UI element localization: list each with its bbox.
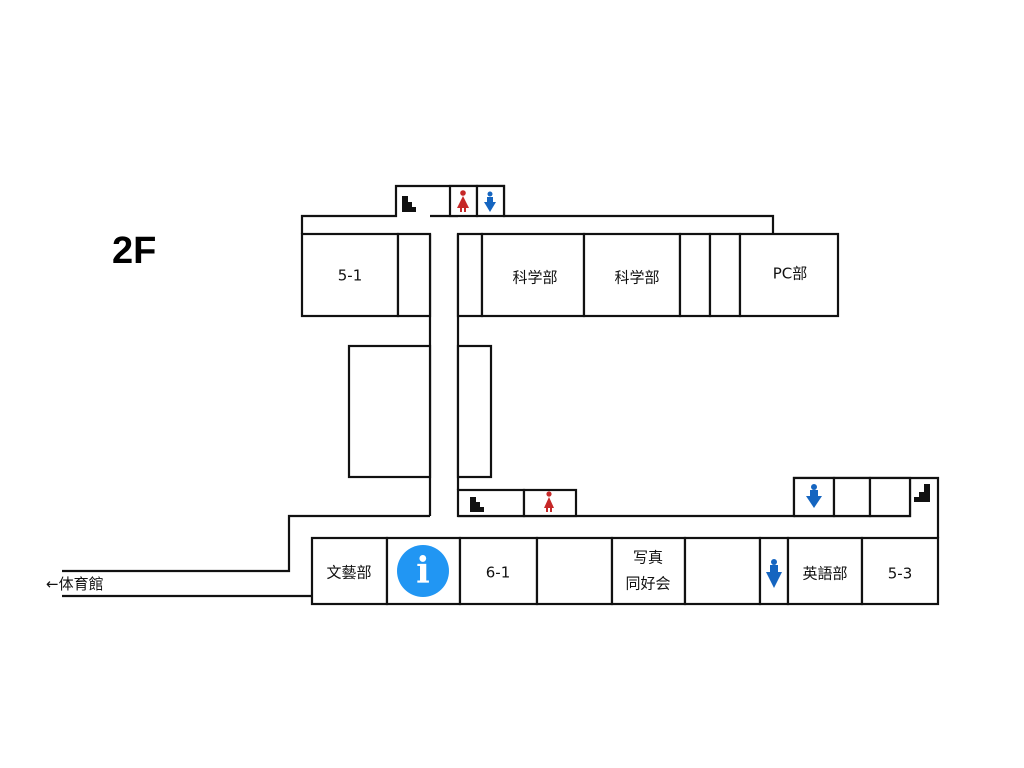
room-eigo-label: 英語部: [802, 565, 847, 583]
room-5-1[interactable]: [300, 232, 400, 318]
room-kagaku-1-label: 科学部: [512, 269, 557, 287]
room-middle-left: [347, 344, 432, 479]
room-kagaku-1[interactable]: [480, 232, 586, 318]
info-icon: i: [397, 545, 449, 597]
room-pc[interactable]: [738, 232, 840, 318]
room-6-1-label: 6-1: [486, 564, 511, 582]
room-eigo[interactable]: [786, 536, 864, 606]
room-unlabeled: [832, 476, 872, 518]
stairs-icon: [914, 484, 930, 502]
room-5-1-label: 5-1: [338, 267, 363, 285]
room-bungei-label: 文藝部: [326, 564, 371, 582]
room-pc-label: PC部: [773, 265, 808, 283]
room-unlabeled: [535, 536, 614, 606]
room-unlabeled: [683, 536, 762, 606]
floor-title: 2F: [112, 230, 157, 272]
room-unlabeled: [708, 232, 742, 318]
male-restroom-icon: [484, 191, 496, 212]
stairs-middle: [456, 488, 526, 518]
stairs-icon: [402, 196, 416, 212]
room-shashin-label-2: 同好会: [625, 575, 670, 593]
svg-text:i: i: [416, 550, 430, 592]
room-unlabeled: [678, 232, 712, 318]
male-restroom-icon: [806, 484, 822, 508]
room-shashin-label-1: 写真: [633, 549, 663, 567]
room-6-1[interactable]: [458, 536, 539, 606]
room-5-3-label: 5-3: [888, 565, 913, 583]
room-unlabeled: [868, 476, 912, 518]
room-middle-right: [456, 344, 493, 479]
room-shashin[interactable]: [610, 536, 687, 606]
room-5-3[interactable]: [860, 536, 940, 606]
female-restroom-icon: [457, 190, 469, 212]
gym-direction-link[interactable]: ←体育館: [46, 575, 104, 593]
male-restroom-icon: [766, 559, 782, 588]
room-kagaku-2-label: 科学部: [614, 269, 659, 287]
female-restroom-icon: [544, 491, 554, 512]
room-unlabeled: [456, 232, 484, 318]
stairs-icon: [470, 497, 484, 512]
room-unlabeled: [396, 232, 432, 318]
